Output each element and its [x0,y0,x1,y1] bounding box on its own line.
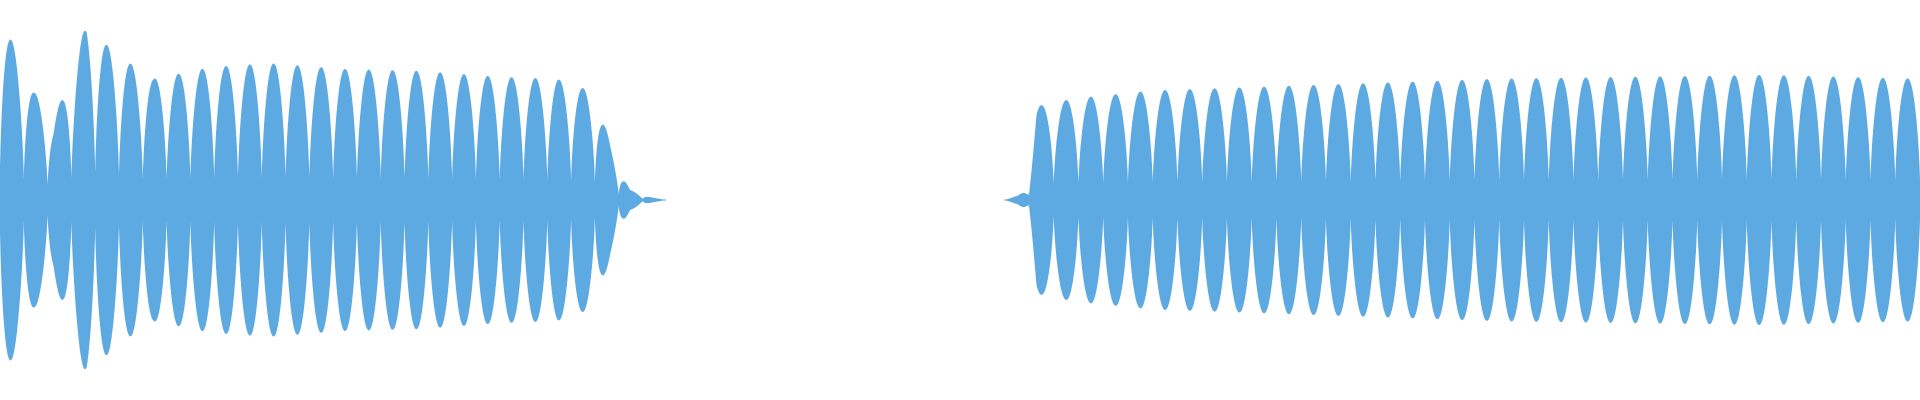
waveform-trace [0,30,1920,370]
